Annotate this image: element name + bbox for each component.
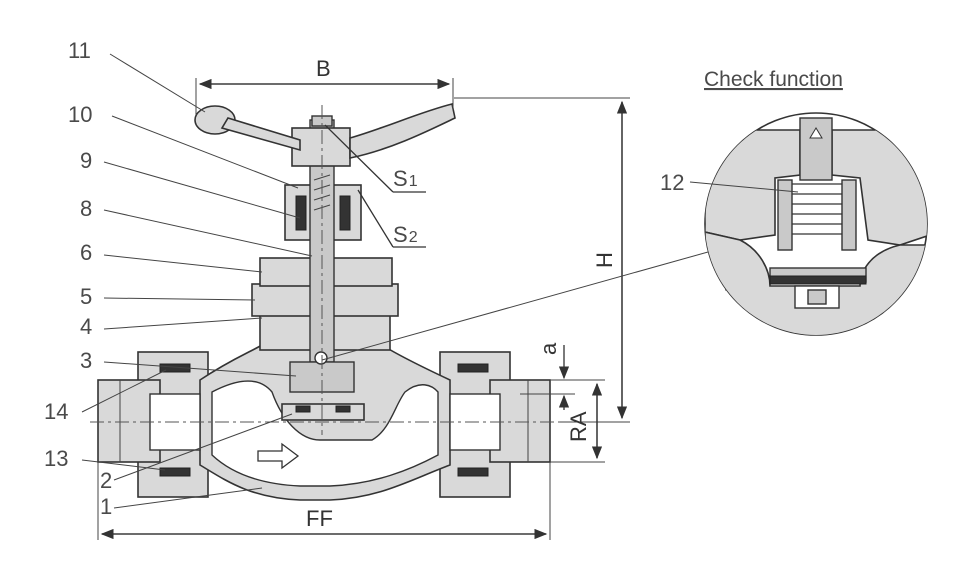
label-s1: S1 <box>324 124 426 193</box>
label-s2: S2 <box>357 189 426 248</box>
callout-4: 4 <box>80 314 92 339</box>
s1-main: S <box>393 166 408 191</box>
dimension-a: a <box>520 342 575 410</box>
callout-10: 10 <box>68 102 92 127</box>
detail-leader <box>321 251 709 361</box>
detail-title: Check function <box>704 68 843 91</box>
callout-14: 14 <box>44 399 68 424</box>
s2-main: S <box>393 222 408 247</box>
dim-b-label: B <box>316 56 331 81</box>
s2-sub: 2 <box>409 229 418 246</box>
callout-8: 8 <box>80 196 92 221</box>
callout-5: 5 <box>80 284 92 309</box>
dimension-ra: RA <box>550 379 605 463</box>
s1-sub: 1 <box>409 173 418 190</box>
dimension-ff: FF <box>97 462 551 540</box>
dim-ff-label: FF <box>306 506 333 531</box>
callout-3: 3 <box>80 348 92 373</box>
callout-6: 6 <box>80 240 92 265</box>
dim-a-label: a <box>536 342 561 355</box>
dim-h-label: H <box>592 252 617 268</box>
svg-text:S1: S1 <box>393 166 418 191</box>
dimension-b: B <box>195 56 454 115</box>
dim-ra-label: RA <box>566 411 591 442</box>
svg-text:S2: S2 <box>393 222 418 247</box>
callout-12: 12 <box>660 170 684 195</box>
callouts: 11 10 9 8 6 5 4 3 14 13 2 1 <box>44 38 313 519</box>
callout-2: 2 <box>100 468 112 493</box>
valve-body <box>97 103 551 501</box>
check-function-detail: Check function <box>660 68 928 336</box>
callout-1: 1 <box>100 494 112 519</box>
callout-9: 9 <box>80 148 92 173</box>
callout-11: 11 <box>68 38 91 63</box>
callout-13: 13 <box>44 446 68 471</box>
dimension-h: H <box>454 97 630 423</box>
